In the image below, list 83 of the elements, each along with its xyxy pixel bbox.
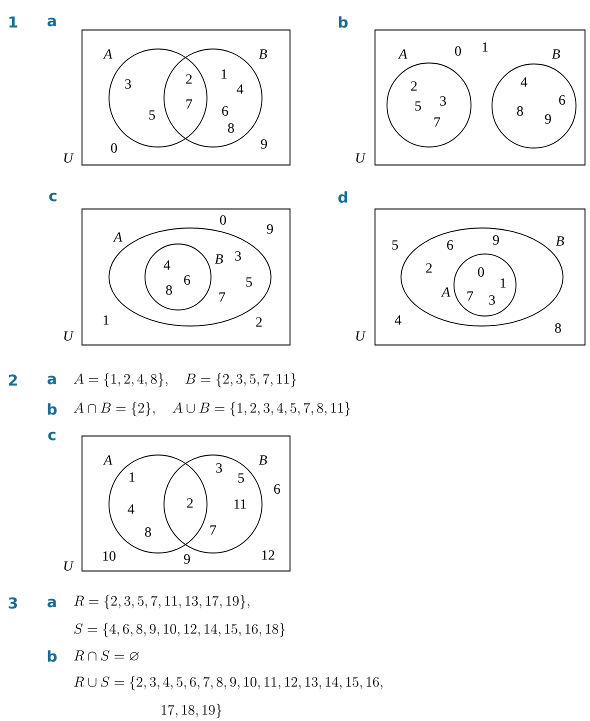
question-marker: 2 [8, 374, 17, 386]
set-element: 5 [392, 240, 398, 250]
set-label: A [112, 232, 122, 242]
set-element: 3 [216, 463, 222, 473]
set-element: 8 [555, 323, 561, 333]
question-marker: b [338, 16, 348, 28]
set-label: U [356, 153, 366, 163]
set-label: B [258, 455, 267, 465]
set-element: 8 [145, 527, 151, 537]
set-element: 4 [394, 315, 402, 325]
set-element: 9 [184, 554, 190, 564]
set-element: 4 [236, 84, 244, 94]
formula: $17, 18, 19\}$ [162, 704, 222, 718]
set-label: B [214, 254, 223, 264]
set-label: U [64, 561, 74, 571]
question-marker: d [338, 191, 348, 203]
set-label: U [356, 331, 366, 341]
set-element: 8 [166, 285, 172, 295]
set-element: 8 [228, 123, 234, 133]
set-element: 3 [440, 96, 446, 106]
set-label: A [440, 287, 450, 297]
set-element: 6 [559, 95, 566, 105]
set-element: 0 [220, 215, 226, 225]
set-element: 2 [426, 263, 432, 273]
set-element: 4 [128, 504, 134, 514]
formula: $A \cap B = \{2\},\quad A \cup B = \{1, 2, 3, 4, 5, 7, 8, 11\}$ [74, 402, 350, 416]
set-element: 2 [187, 498, 193, 508]
set-element: 6 [222, 106, 228, 116]
set-element: 5 [415, 101, 421, 111]
set-element: 6 [447, 240, 454, 250]
question-marker: b [48, 650, 57, 662]
question-marker: 3 [8, 597, 18, 609]
set-element: 12 [262, 550, 274, 560]
set-element: 5 [149, 110, 155, 120]
set-element: 3 [235, 251, 241, 261]
set-element: 6 [184, 275, 190, 285]
set-label: A [398, 49, 408, 59]
set-element: 2 [411, 81, 417, 91]
set-element: 7 [186, 99, 192, 109]
set-element: 5 [246, 277, 252, 287]
set-element: 0 [111, 143, 117, 153]
set-element: 7 [467, 291, 474, 301]
set-element: 7 [434, 117, 440, 127]
set-element: 9 [266, 224, 273, 234]
question-marker: 1 [9, 16, 18, 28]
set-element: 0 [455, 46, 461, 56]
set-element: 1 [104, 315, 109, 325]
set-element: 1 [222, 69, 227, 79]
question-marker: a [48, 18, 56, 26]
set-label: A [102, 455, 112, 465]
set-label: U [64, 331, 74, 341]
formula: $R \cup S = \{2, 3, 4, 5, 6, 7, 8, 9, 10, 11, 12, 13, 14, 15, 16,$ [74, 676, 382, 690]
set-element: 5 [238, 473, 244, 483]
set-element: 9 [260, 139, 267, 149]
set-element: 3 [125, 79, 131, 89]
formula: $A = \{1, 2, 4, 8\},\quad B = \{2, 3, 5, 7, 11\}$ [74, 372, 296, 388]
set-element: 1 [130, 472, 135, 482]
set-element: 1 [482, 42, 488, 52]
set-element: 4 [164, 260, 170, 270]
set-element: 2 [256, 317, 262, 327]
question-marker: a [48, 598, 56, 608]
formula: $S = \{4, 6, 8, 9, 10, 12, 14, 15, 16, 18\}$ [74, 622, 285, 638]
set-element: 10 [103, 551, 116, 561]
set-label: U [64, 153, 74, 163]
set-label: A [102, 49, 112, 59]
set-label: B [556, 236, 564, 246]
set-element: 7 [210, 525, 216, 535]
formula: $R \cap S = \varnothing$ [74, 650, 139, 661]
question-marker: c [48, 432, 56, 440]
question-marker: c [49, 192, 56, 202]
question-marker: a [48, 376, 56, 384]
set-label: B [258, 49, 267, 59]
set-element: 3 [489, 295, 495, 305]
question-marker: b [48, 403, 57, 415]
set-element: 8 [517, 106, 523, 116]
set-element: 0 [478, 267, 484, 277]
set-label: B [552, 49, 560, 59]
set-element: 9 [544, 114, 551, 124]
formula: $R = \{2, 3, 5, 7, 11, 13, 17, 19\},$ [74, 594, 250, 610]
set-element: 11 [234, 499, 246, 509]
set-element: 1 [500, 278, 506, 288]
set-element: 4 [520, 77, 528, 87]
set-element: 2 [186, 74, 192, 84]
